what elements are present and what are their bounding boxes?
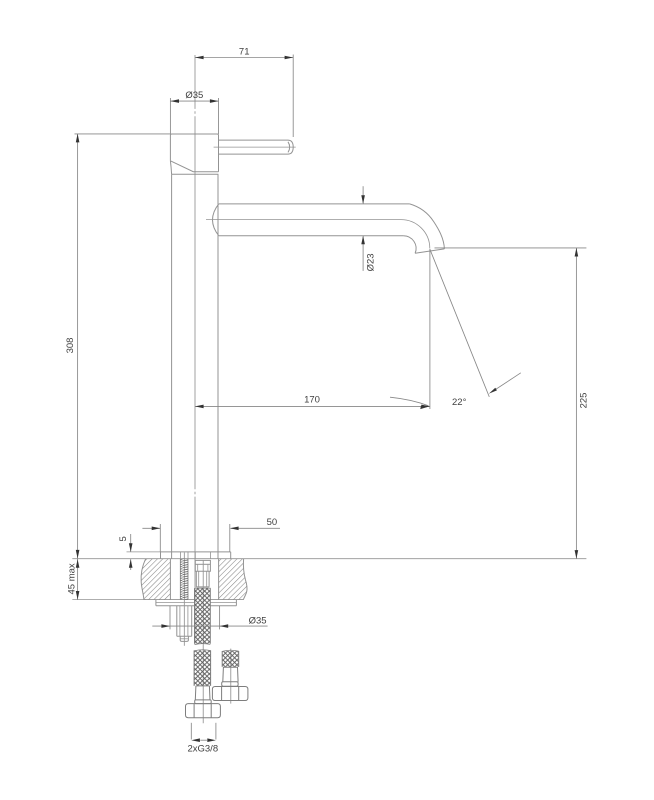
svg-text:Ø35: Ø35 (249, 615, 267, 626)
svg-text:50: 50 (267, 517, 278, 528)
svg-text:5: 5 (118, 536, 129, 541)
svg-text:2xG3/8: 2xG3/8 (187, 744, 218, 755)
svg-text:170: 170 (304, 395, 320, 406)
svg-text:308: 308 (65, 338, 76, 354)
svg-text:45 max: 45 max (67, 563, 78, 594)
svg-text:225: 225 (578, 393, 589, 409)
svg-text:Ø23: Ø23 (365, 253, 376, 271)
svg-text:71: 71 (239, 46, 250, 57)
svg-text:22°: 22° (452, 397, 467, 408)
svg-text:Ø35: Ø35 (185, 90, 203, 101)
